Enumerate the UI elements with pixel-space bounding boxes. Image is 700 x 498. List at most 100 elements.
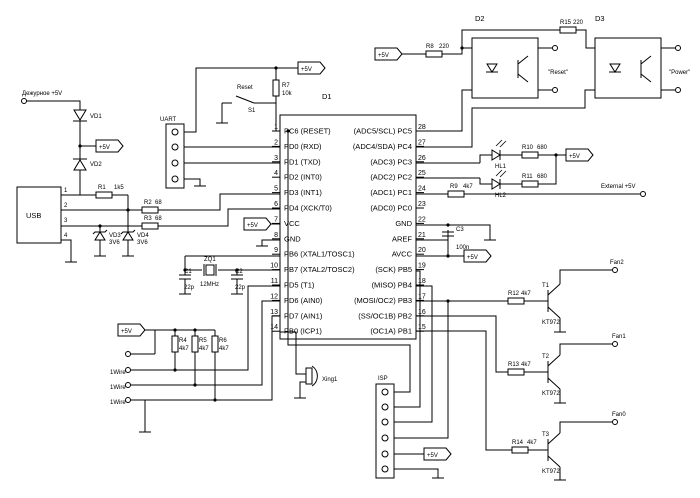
chip-pin-label: PC6 (RESET) [284, 127, 331, 136]
chip-pin-number: 21 [418, 232, 426, 239]
chip-pin-label: (ADC1) PC1 [370, 188, 412, 197]
isp-connector [375, 383, 395, 479]
d3-internals [609, 55, 652, 83]
microcontroller-body [279, 114, 417, 340]
svg-text:+5V: +5V [569, 154, 580, 160]
d3-label: D3 [595, 14, 605, 23]
r1-value: 1k5 [114, 185, 124, 191]
chip-pin-number: 28 [418, 124, 426, 131]
r12-resistor [507, 297, 525, 305]
vd4-value: 3V6 [137, 240, 148, 246]
reset-switch[interactable] [216, 95, 276, 124]
chip-pin-label: VCC [284, 219, 300, 228]
chip-pin-label: PD2 (INT0) [284, 173, 322, 182]
d2-internals [486, 55, 529, 83]
t1-transistor [544, 283, 561, 319]
fan2-terminal [612, 267, 618, 273]
chip-pin-label: (ADC0) PC0 [370, 204, 412, 213]
chip-pin-number: 18 [418, 278, 426, 285]
supply-flag-1: +5V [95, 139, 124, 153]
chip-pin-number: 5 [274, 186, 278, 193]
svg-text:+5V: +5V [467, 255, 478, 261]
supply-flag-2: +5V [297, 61, 326, 75]
hl2-led [491, 169, 507, 190]
usb-pin-2: 2 [64, 203, 68, 209]
power-terminal-1 [675, 45, 681, 51]
r4-value: 4k7 [179, 346, 189, 352]
opto-power-label: "Power" [669, 70, 690, 76]
chip-pin-label: (ADC2) PC2 [370, 173, 412, 182]
chip-pin-label: PB6 (XTAL1/TOSC1) [284, 250, 355, 259]
vd1-diode [73, 109, 87, 122]
r15-resistor [559, 26, 577, 34]
chip-pin-number: 10 [270, 263, 278, 270]
chip-pin-number: 12 [270, 293, 278, 300]
c1-capacitor [179, 274, 191, 280]
chip-pin-label: GND [284, 234, 301, 243]
t2-transistor [544, 354, 561, 390]
isp-label: ISP [378, 376, 388, 382]
r1-label: R1 [98, 185, 106, 191]
onewire-terminal-3 [125, 397, 131, 403]
r10-label: R10 [522, 145, 534, 151]
chip-pin-label: AREF [392, 234, 412, 243]
vd3-value: 3V6 [109, 240, 120, 246]
chip-pin-number: 3 [274, 155, 278, 162]
external-supply-terminal [640, 191, 646, 197]
c3-value: 100n [456, 245, 469, 251]
supply-flag-4: +5V [117, 323, 146, 337]
r11-value: 680 [537, 174, 548, 180]
svg-text:+5V: +5V [99, 145, 110, 151]
fan1-terminal [612, 341, 618, 347]
vd1-label: VD1 [90, 114, 102, 120]
reset-terminal-2 [552, 87, 558, 93]
chip-pin-number: 23 [418, 201, 426, 208]
r7-resistor [272, 79, 280, 97]
t3-label: T3 [542, 432, 550, 438]
onewire-label-2: 1Wire [110, 385, 126, 391]
r7-label: R7 [282, 83, 290, 89]
r14-label: R14 [512, 440, 524, 446]
r15-value: 220 [573, 20, 584, 26]
t3-transistor [544, 432, 561, 468]
svg-text:+5V: +5V [121, 329, 132, 335]
crystal-name: ZQ1 [204, 257, 216, 263]
chip-pin-number: 2 [274, 139, 278, 146]
r4-resistor [171, 335, 179, 353]
r11-label: R11 [522, 174, 533, 180]
chip-pin-number: 25 [418, 170, 426, 177]
c2-value: 22p [235, 285, 246, 291]
chip-pin-label: (MISO) PB4 [372, 281, 412, 290]
external-supply-label: External +5V [601, 184, 636, 190]
r6-value: 4k7 [219, 346, 229, 352]
buzzer-xing1 [305, 365, 318, 387]
r9-resistor [447, 190, 465, 198]
t3-type: KT972 [542, 469, 560, 475]
r15-label: R15 [560, 20, 572, 26]
r14-resistor [511, 446, 529, 454]
chip-pin-number: 22 [418, 216, 426, 223]
chip-pin-label: (ADC3) PC3 [370, 157, 412, 166]
chip-pin-number: 13 [270, 309, 278, 316]
chip-pin-number: 16 [418, 309, 426, 316]
standby-supply-terminal [21, 98, 27, 104]
chip-pin-number: 27 [418, 139, 426, 146]
r5-label: R5 [199, 338, 207, 344]
r8-label: R8 [426, 44, 434, 50]
c1-value: 22p [184, 285, 195, 291]
r6-resistor [211, 335, 219, 353]
usb-pin-3: 3 [64, 218, 68, 224]
r8-value: 220 [439, 44, 450, 50]
supply-flag-7: +5V [463, 249, 492, 263]
buzzer-label: Xing1 [322, 377, 338, 383]
chip-pin-number: 8 [274, 232, 278, 239]
r10-value: 680 [537, 145, 548, 151]
svg-text:+5V: +5V [427, 453, 438, 459]
chip-pin-label: (OC1A) PB1 [370, 327, 412, 336]
t1-label: T1 [542, 283, 550, 289]
usb-connector [16, 186, 62, 244]
svg-text:+5V: +5V [301, 67, 312, 73]
chip-pin-number: 20 [418, 247, 426, 254]
onewire-terminal-2 [125, 382, 131, 388]
